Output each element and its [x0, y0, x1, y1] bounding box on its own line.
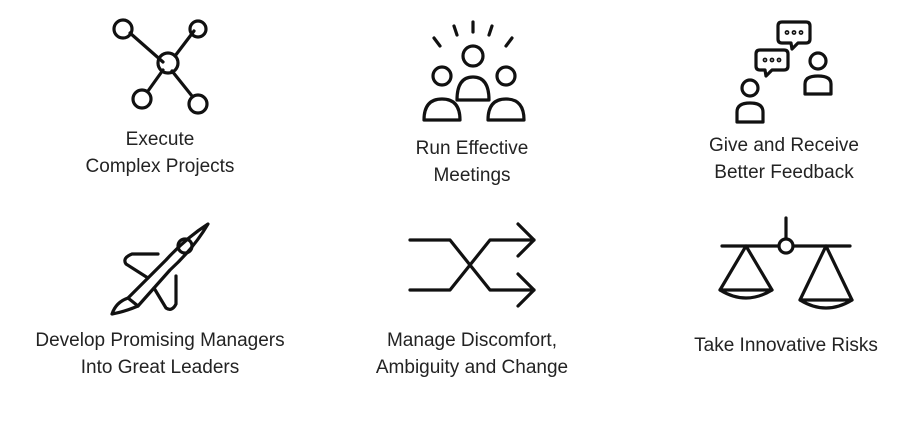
- tile-label: Manage Discomfort, Ambiguity and Change: [340, 327, 604, 381]
- feature-tile-give-receive-feedback: Give and Receive Better Feedback: [664, 0, 904, 200]
- feedback-conversation-icon: [735, 20, 833, 124]
- tile-label: Give and Receive Better Feedback: [664, 132, 904, 186]
- network-nodes-icon: [112, 18, 209, 115]
- crossing-arrows-icon: [408, 222, 536, 308]
- rocket-icon: [110, 222, 210, 316]
- tile-label-line-2: Meetings: [433, 165, 511, 186]
- feature-tile-run-effective-meetings: Run Effective Meetings: [352, 0, 592, 200]
- tile-label-line-2: Complex Projects: [85, 156, 235, 177]
- feature-tile-develop-managers: Develop Promising Managers Into Great Le…: [0, 210, 320, 390]
- tile-label: Take Innovative Risks: [664, 332, 908, 359]
- balance-scale-icon: [718, 216, 854, 310]
- tile-label: Execute Complex Projects: [40, 126, 280, 180]
- tile-label-line-2: Ambiguity and Change: [375, 357, 569, 378]
- tile-label-line-1: Take Innovative Risks: [694, 335, 878, 356]
- team-meeting-icon: [422, 20, 526, 122]
- tile-label: Develop Promising Managers Into Great Le…: [0, 327, 320, 381]
- feature-tile-innovative-risks: Take Innovative Risks: [664, 210, 908, 390]
- tile-label-line-2: Better Feedback: [714, 162, 854, 183]
- feature-tile-manage-discomfort: Manage Discomfort, Ambiguity and Change: [340, 210, 604, 390]
- feature-tile-execute-complex-projects: Execute Complex Projects: [40, 0, 280, 200]
- tile-label-line-1: Run Effective: [415, 138, 529, 159]
- tile-label: Run Effective Meetings: [352, 135, 592, 189]
- tile-label-line-1: Execute: [125, 129, 195, 150]
- tile-label-line-1: Give and Receive: [709, 135, 859, 156]
- tile-label-line-1: Manage Discomfort,: [386, 330, 557, 351]
- tile-label-line-2: Into Great Leaders: [80, 357, 240, 378]
- tile-label-line-1: Develop Promising Managers: [35, 330, 285, 351]
